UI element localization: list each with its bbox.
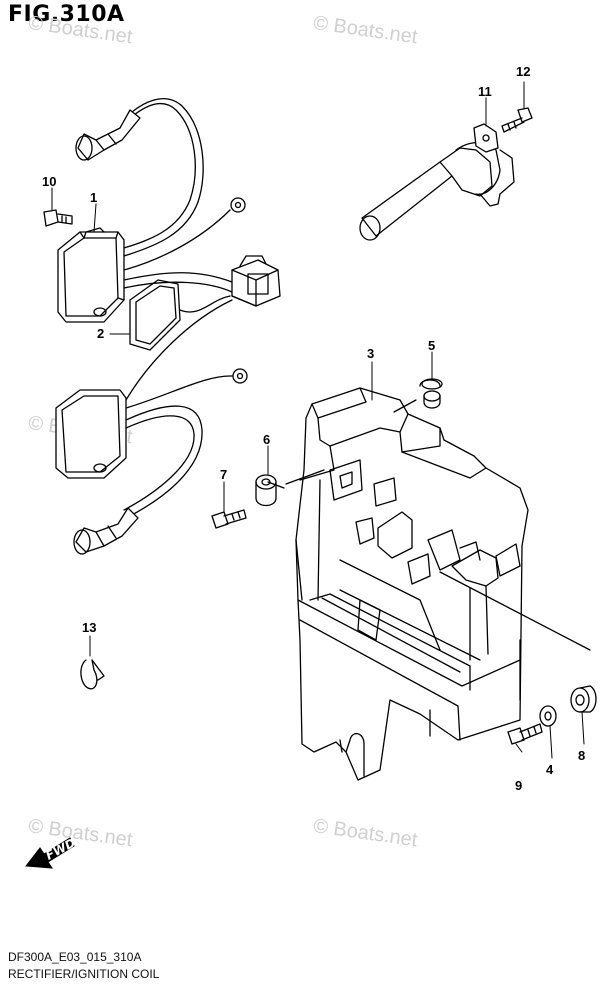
figure-title: FIG.310A [8, 2, 125, 27]
figure-caption: RECTIFIER/IGNITION COIL [8, 967, 160, 981]
ignition-coil [359, 123, 515, 241]
callout-4: 4 [546, 762, 554, 777]
drawing-code: DF300A_E03_015_310A [8, 950, 142, 964]
callout-5: 5 [428, 338, 435, 353]
grommet-8 [570, 685, 597, 713]
rectifier-upper [57, 98, 246, 323]
bolt-7 [211, 509, 247, 529]
bolt-12 [501, 107, 533, 133]
callout-13: 13 [82, 620, 96, 635]
callout-8: 8 [578, 748, 585, 763]
callout-10: 10 [42, 174, 56, 189]
callout-12: 12 [516, 64, 530, 79]
mounting-bracket [285, 387, 591, 781]
gasket [129, 279, 231, 351]
bolt-9 [507, 723, 543, 745]
washer-4 [539, 705, 557, 727]
callout-6: 6 [263, 432, 270, 447]
clip-13 [80, 659, 105, 690]
callout-9: 9 [515, 778, 522, 793]
grommet-6 [255, 474, 285, 507]
rectifier-lower [55, 299, 248, 555]
callout-11: 11 [478, 84, 492, 99]
leader-lines [51, 81, 585, 759]
callout-2: 2 [97, 326, 104, 341]
callout-1: 1 [90, 190, 97, 205]
callout-7: 7 [220, 467, 227, 482]
center-connector [231, 255, 281, 307]
bolt-10 [43, 209, 73, 227]
callout-labels: 1 2 3 4 5 6 7 8 9 10 11 12 13 [42, 64, 585, 793]
grommet-5 [419, 378, 443, 409]
fwd-label: FWD [43, 836, 77, 863]
fwd-arrow: FWD [25, 836, 78, 869]
callout-3: 3 [367, 346, 374, 361]
